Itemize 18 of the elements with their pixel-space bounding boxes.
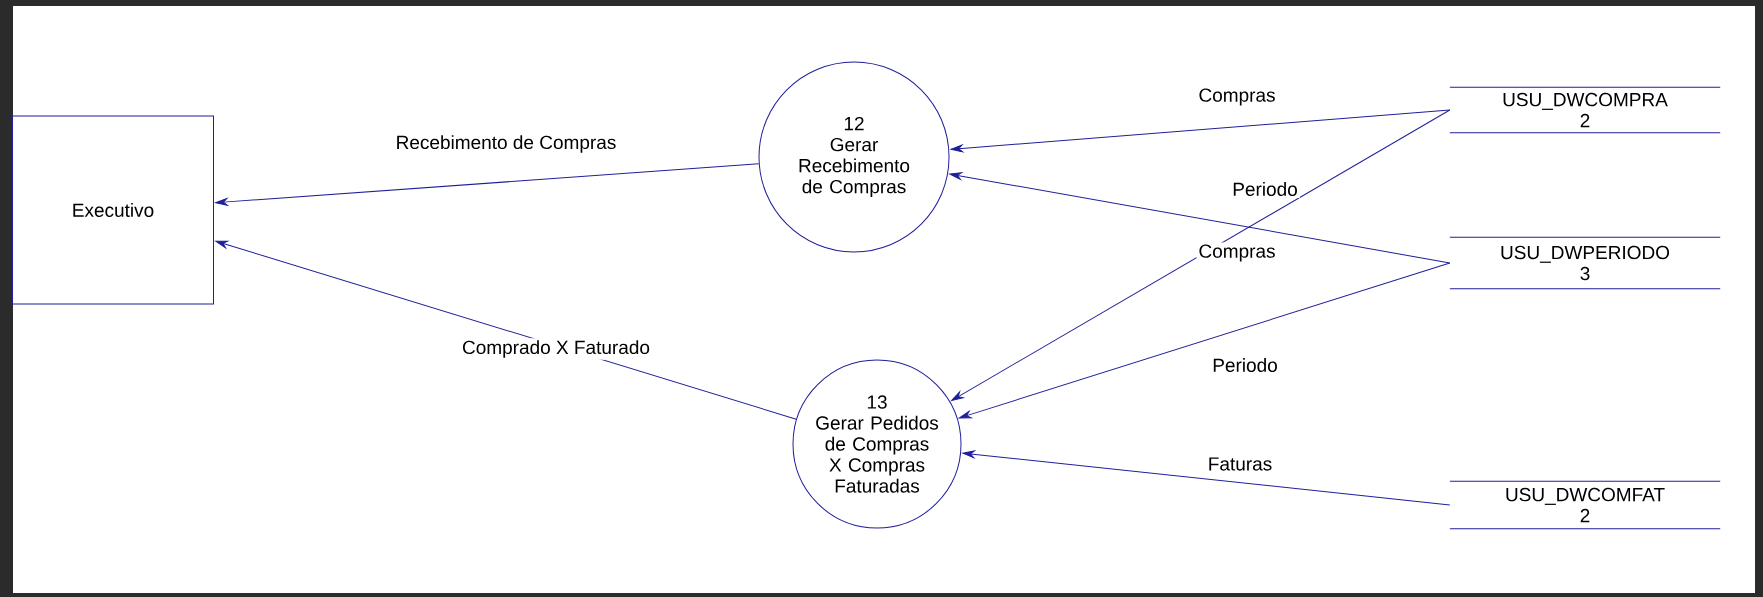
edge-label: Comprado X Faturado bbox=[460, 338, 652, 360]
arrow bbox=[962, 450, 1451, 506]
edge-label: Periodo bbox=[1210, 356, 1280, 374]
arrow bbox=[215, 163, 760, 206]
edge-label: Periodo bbox=[1230, 180, 1300, 198]
edge-label: Faturas bbox=[1205, 455, 1275, 473]
data-store: USU_DWPERIODO 3 bbox=[1449, 236, 1721, 290]
arrow bbox=[951, 109, 1451, 402]
arrow bbox=[950, 109, 1451, 153]
arrow bbox=[215, 240, 797, 420]
arrow bbox=[958, 262, 1451, 419]
data-store: USU_DWCOMPRA 2 bbox=[1449, 86, 1721, 134]
data-store: USU_DWCOMFAT 2 bbox=[1449, 480, 1721, 530]
edge-label: Compras bbox=[1196, 86, 1278, 108]
edge-label: Compras bbox=[1196, 242, 1278, 264]
entity-box: Executivo bbox=[12, 115, 214, 305]
arrow bbox=[949, 172, 1451, 264]
edge-label: Recebimento de Compras bbox=[393, 133, 619, 155]
